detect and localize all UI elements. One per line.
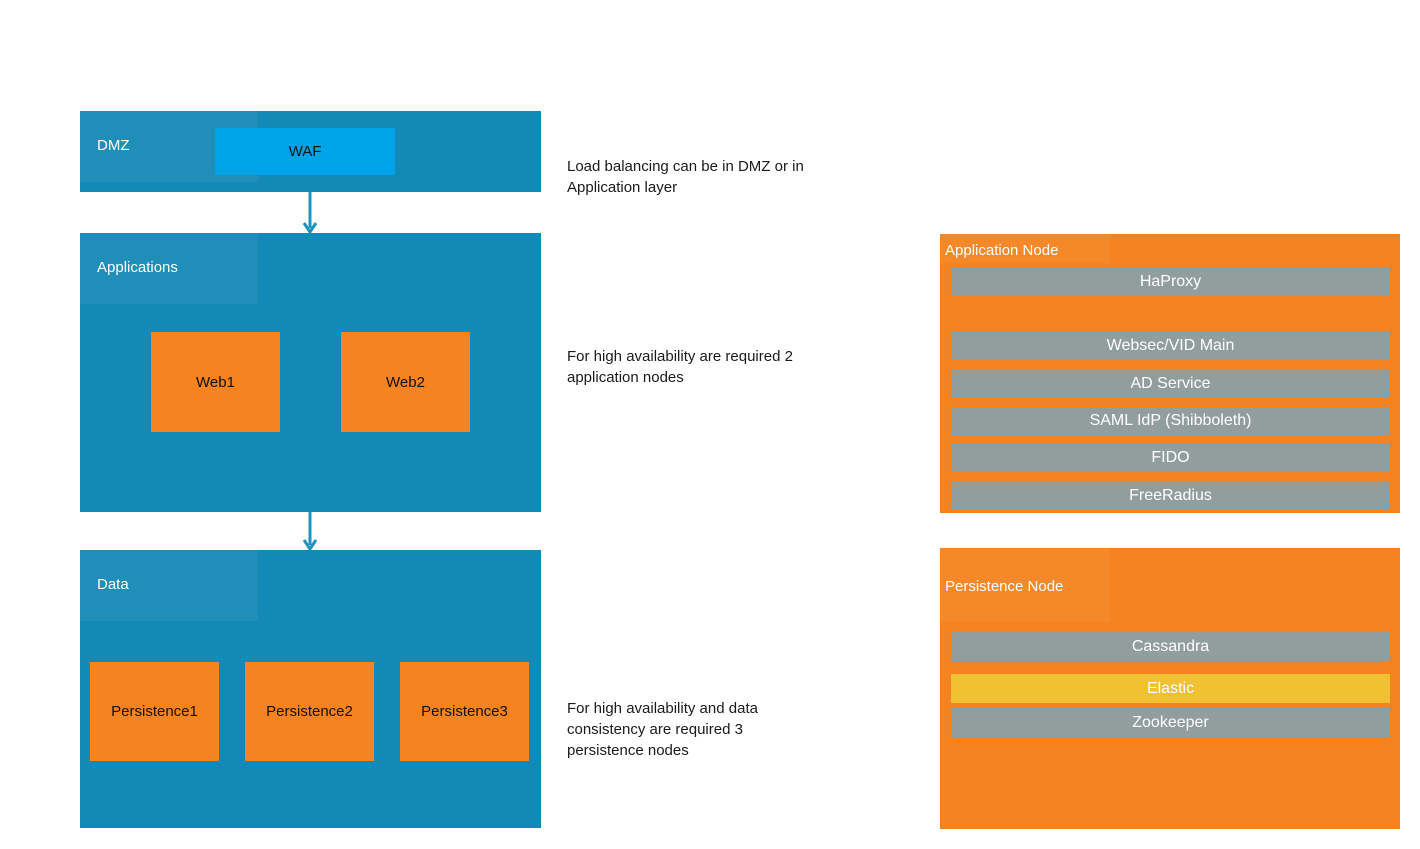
layer-band-dmz: DMZ WAF <box>80 111 541 192</box>
layer-label-dmz: DMZ <box>97 137 130 154</box>
persistence-node-title: Persistence Node <box>945 578 1064 595</box>
service-bar-websec-vid-main: Websec/VID Main <box>951 332 1390 360</box>
annotation-line: consistency are required 3 <box>567 721 743 738</box>
service-bar-label: FreeRadius <box>1129 487 1212 504</box>
web2-box-label: Web2 <box>386 373 425 391</box>
annotation-line: For high availability and data <box>567 700 758 717</box>
service-bar-zookeeper: Zookeeper <box>951 708 1390 737</box>
annotation-line: application nodes <box>567 369 684 386</box>
layer-band-data: Data Persistence1 Persistence2 Persisten… <box>80 550 541 828</box>
service-bar-label: Elastic <box>1146 679 1195 697</box>
annotation-line: persistence nodes <box>567 742 689 759</box>
persistence2-box-label: Persistence2 <box>266 703 353 720</box>
annotation-load-balancing: Load balancing can be in DMZ or in Appli… <box>567 156 804 198</box>
annotation-line: Application layer <box>567 179 678 196</box>
service-bar-label: Zookeeper <box>1132 713 1209 731</box>
application-node-panel: Application Node HaProxy Websec/VID Main… <box>940 234 1400 513</box>
service-bar-fido: FIDO <box>951 444 1390 472</box>
web1-box-label: Web1 <box>196 373 235 391</box>
annotation-persistence-nodes: For high availability and data consisten… <box>567 698 758 761</box>
layer-label-applications: Applications <box>97 259 178 276</box>
application-node-title: Application Node <box>945 242 1059 259</box>
service-bar-haproxy: HaProxy <box>951 268 1390 296</box>
waf-box-label: WAF <box>288 143 322 160</box>
layer-band-applications: Applications Web1 Web2 <box>80 233 541 512</box>
persistence2-box: Persistence2 <box>245 662 374 761</box>
persistence3-box: Persistence3 <box>400 662 529 761</box>
service-bar-freeradius: FreeRadius <box>951 482 1390 510</box>
service-bar-cassandra: Cassandra <box>951 632 1390 661</box>
service-bar-elastic: Elastic <box>951 674 1390 703</box>
annotation-application-nodes: For high availability are required 2 app… <box>567 346 793 388</box>
waf-box: WAF <box>215 128 395 175</box>
persistence3-box-label: Persistence3 <box>421 703 508 720</box>
web1-box: Web1 <box>151 332 280 432</box>
service-bar-label: FIDO <box>1151 449 1190 466</box>
service-bar-label: AD Service <box>1130 375 1211 392</box>
service-bar-saml-idp: SAML IdP (Shibboleth) <box>951 407 1390 435</box>
annotation-line: Load balancing can be in DMZ or in <box>567 158 804 175</box>
arrow-dmz-to-applications-icon <box>302 192 318 233</box>
service-bar-label: SAML IdP (Shibboleth) <box>1089 412 1252 429</box>
arrow-applications-to-data-icon <box>302 512 318 550</box>
service-bar-label: Cassandra <box>1131 637 1210 655</box>
service-bar-label: Websec/VID Main <box>1106 337 1235 354</box>
service-bar-label: HaProxy <box>1139 273 1202 290</box>
layer-label-data: Data <box>97 576 129 593</box>
persistence1-box-label: Persistence1 <box>111 703 198 720</box>
annotation-line: For high availability are required 2 <box>567 348 793 365</box>
web2-box: Web2 <box>341 332 470 432</box>
service-bar-ad-service: AD Service <box>951 370 1390 398</box>
persistence-node-panel: Persistence Node Cassandra Elastic Zooke… <box>940 548 1400 829</box>
persistence1-box: Persistence1 <box>90 662 219 761</box>
